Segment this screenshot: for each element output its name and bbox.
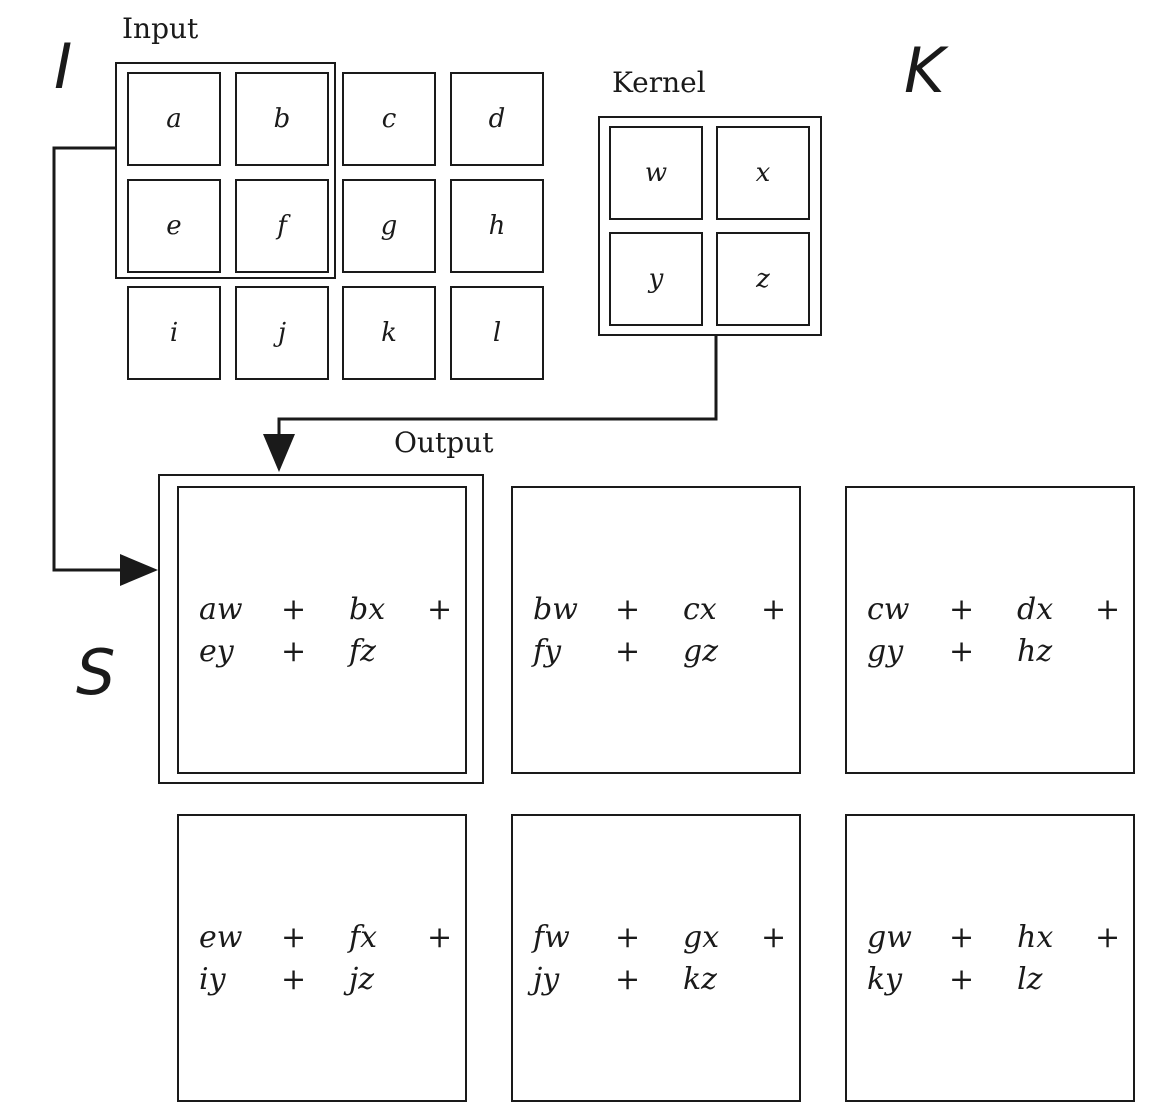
input-cell: b [235, 72, 329, 166]
plus-operator: + [1095, 920, 1121, 955]
plus-operator: + [427, 920, 453, 955]
input-cell: c [342, 72, 436, 166]
output-symbol-S: S [76, 636, 116, 709]
input-cell: h [450, 179, 544, 273]
output-cell: aw + bx + ey + fz [177, 486, 467, 774]
output-caption: Output [394, 426, 494, 459]
plus-operator: + [1095, 592, 1121, 627]
product-term: iy [199, 962, 226, 997]
product-term: gy [867, 634, 904, 669]
plus-operator: + [949, 920, 975, 955]
product-term: jy [533, 962, 560, 997]
plus-operator: + [615, 962, 641, 997]
product-term: gz [683, 634, 719, 669]
input-cell: f [235, 179, 329, 273]
output-cell: bw + cx + fy + gz [511, 486, 801, 774]
product-term: aw [199, 592, 243, 627]
input-cell: e [127, 179, 221, 273]
input-to-output-arrow-line [52, 146, 122, 572]
product-term: bw [533, 592, 578, 627]
plus-operator: + [949, 634, 975, 669]
product-term: cw [867, 592, 910, 627]
plus-operator: + [281, 634, 307, 669]
plus-operator: + [281, 962, 307, 997]
product-term: fz [349, 634, 376, 669]
input-cell: g [342, 179, 436, 273]
product-term: hx [1017, 920, 1054, 955]
product-term: ky [867, 962, 903, 997]
output-cell: fw + gx + jy + kz [511, 814, 801, 1102]
product-term: fw [533, 920, 570, 955]
plus-operator: + [615, 634, 641, 669]
kernel-caption: Kernel [612, 66, 706, 99]
plus-operator: + [281, 592, 307, 627]
product-term: cx [683, 592, 717, 627]
product-term: dx [1017, 592, 1054, 627]
product-term: jz [349, 962, 375, 997]
kernel-cell: x [716, 126, 810, 220]
kernel-frame [598, 116, 822, 336]
plus-operator: + [949, 962, 975, 997]
input-to-output-arrowhead [120, 554, 158, 586]
kernel-to-output-arrowhead [263, 434, 295, 472]
input-cell: l [450, 286, 544, 380]
input-cell: i [127, 286, 221, 380]
plus-operator: + [949, 592, 975, 627]
plus-operator: + [615, 920, 641, 955]
output-cell: gw + hx + ky + lz [845, 814, 1135, 1102]
input-caption: Input [122, 12, 199, 45]
kernel-symbol-K: K [904, 34, 945, 107]
plus-operator: + [281, 920, 307, 955]
output-highlight-frame [158, 474, 484, 784]
input-cell: j [235, 286, 329, 380]
product-term: gw [867, 920, 912, 955]
product-term: fy [533, 634, 562, 669]
product-term: kz [683, 962, 717, 997]
product-term: lz [1017, 962, 1043, 997]
input-highlight-frame [115, 62, 336, 279]
product-term: hz [1017, 634, 1053, 669]
product-term: bx [349, 592, 386, 627]
product-term: ew [199, 920, 243, 955]
product-term: gx [683, 920, 720, 955]
kernel-cell: z [716, 232, 810, 326]
product-term: ey [199, 634, 234, 669]
input-symbol-I: I [54, 30, 73, 103]
output-cell: cw + dx + gy + hz [845, 486, 1135, 774]
product-term: fx [349, 920, 378, 955]
input-cell: k [342, 286, 436, 380]
input-cell: d [450, 72, 544, 166]
plus-operator: + [427, 592, 453, 627]
kernel-cell: w [609, 126, 703, 220]
input-cell: a [127, 72, 221, 166]
plus-operator: + [761, 920, 787, 955]
plus-operator: + [761, 592, 787, 627]
plus-operator: + [615, 592, 641, 627]
kernel-to-output-arrow-line [277, 336, 718, 440]
output-cell: ew + fx + iy + jz [177, 814, 467, 1102]
kernel-cell: y [609, 232, 703, 326]
